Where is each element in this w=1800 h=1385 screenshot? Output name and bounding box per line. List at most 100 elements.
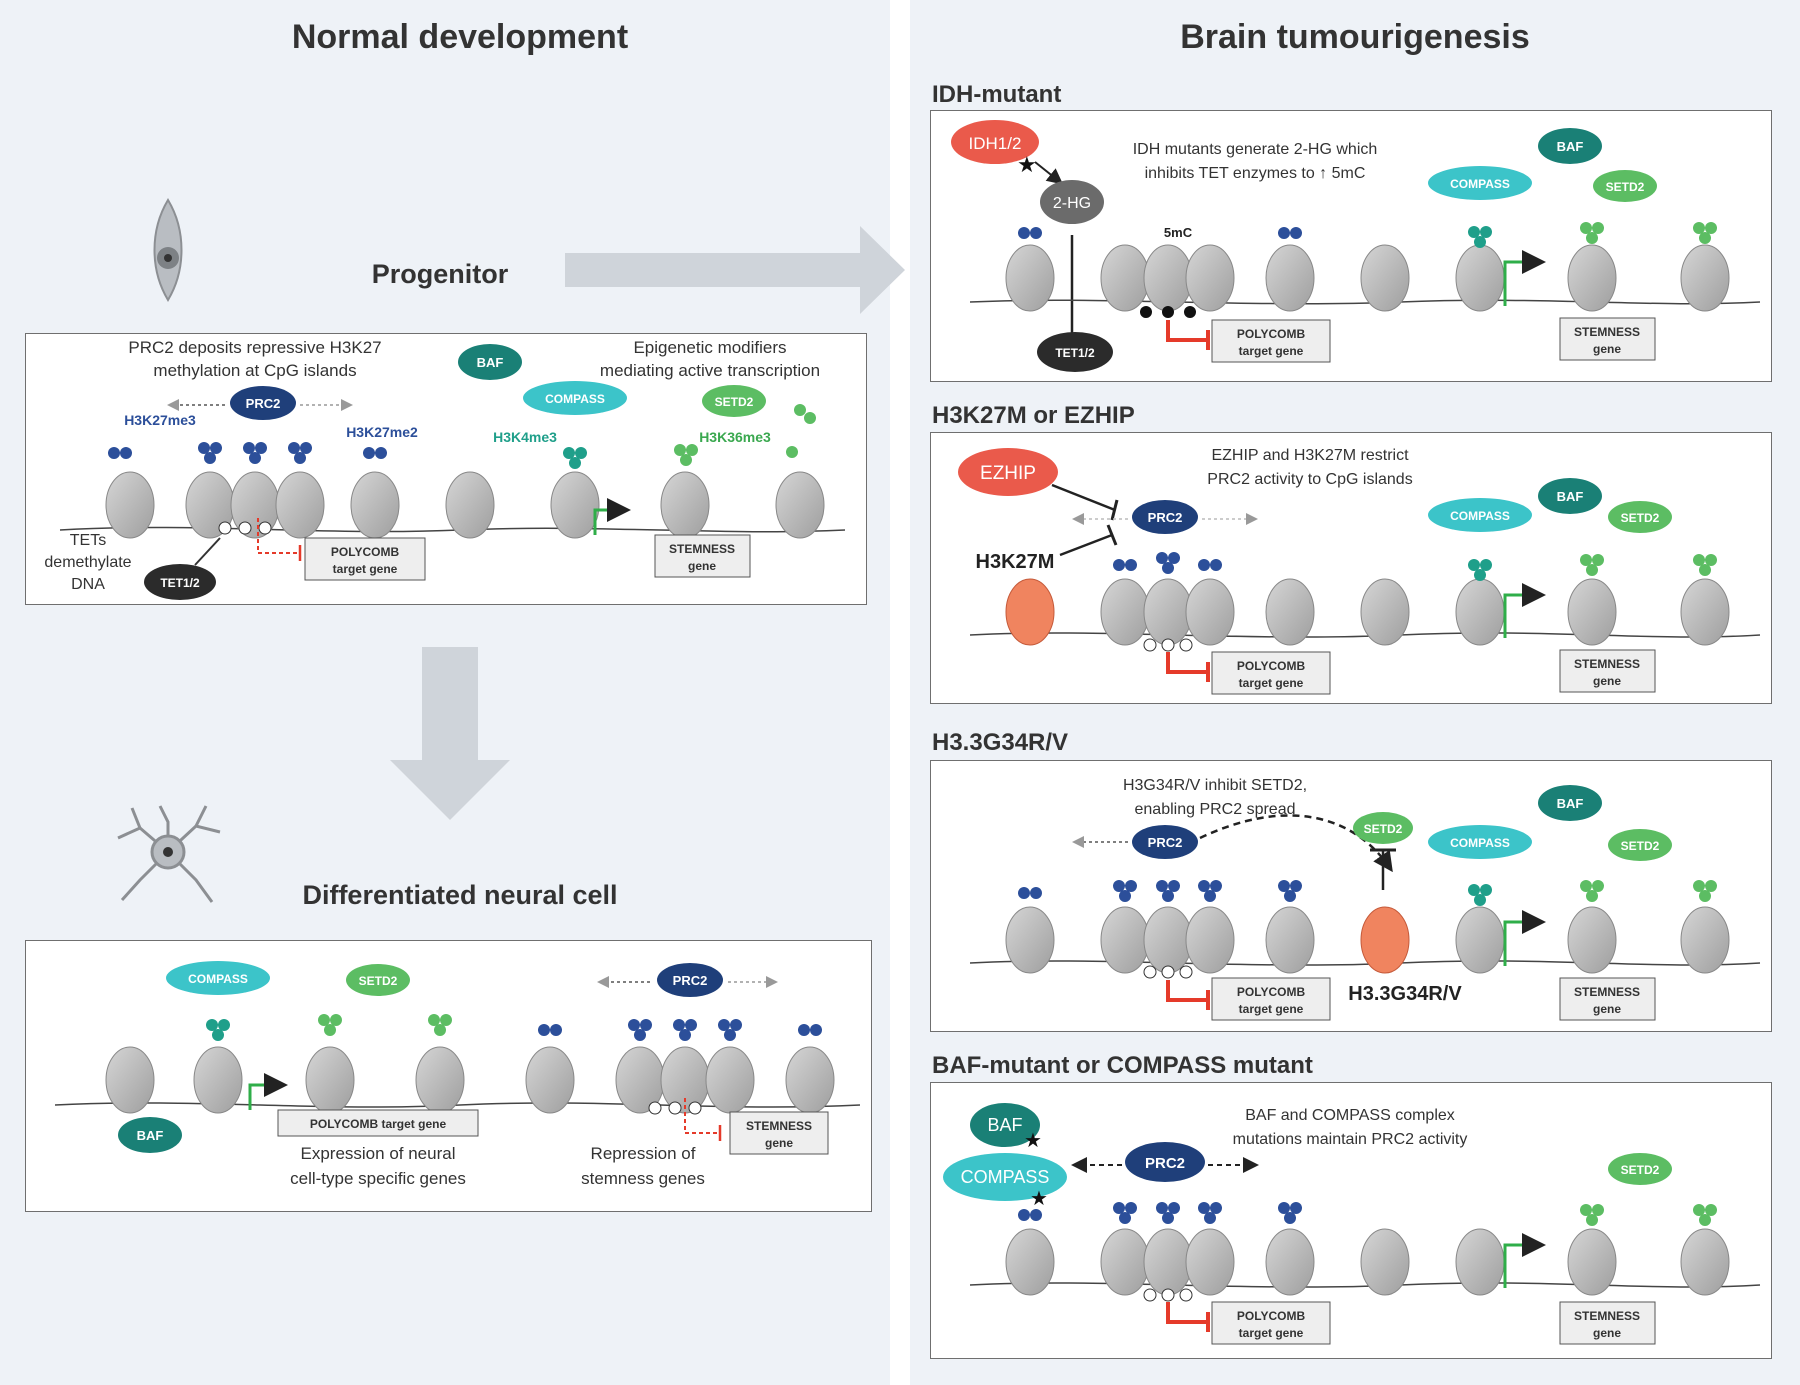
idh-content: IDH-mutant IDH mutants generate 2-HG whi… [932, 81, 1761, 372]
baf-compass-content: BAF-mutant or COMPASS mutant BAF and COM… [932, 1052, 1761, 1345]
svg-text:BAF: BAF [987, 1115, 1022, 1135]
svg-text:BAF: BAF [1557, 796, 1584, 811]
svg-text:COMPASS: COMPASS [1450, 836, 1510, 850]
polycomb-box: POLYCOMB target gene [1211, 977, 1331, 1021]
methyl-marks [1018, 222, 1717, 318]
differentiated-content: COMPASS SETD2 PRC2 [54, 961, 861, 1188]
methyl-marks [108, 404, 816, 469]
methyl-marks [206, 1014, 822, 1041]
ezhip-ellipse: EZHIP [958, 448, 1058, 496]
nucleosome-row [1005, 1228, 1730, 1296]
mutation-star-icon: ★ [1017, 152, 1037, 177]
svg-text:PRC2: PRC2 [1145, 1155, 1185, 1172]
cpg-circles [218, 521, 272, 535]
compass-ellipse: COMPASS [166, 961, 270, 995]
progression-arrow-right [565, 226, 905, 314]
g34-content: H3.3G34R/V H3G34R/V inhibit SETD2, enabl… [932, 729, 1761, 1021]
methyl-marks [1018, 880, 1717, 906]
idh-description-line1: IDH mutants generate 2-HG which [1133, 141, 1378, 158]
expression-line1: Expression of neural [301, 1144, 456, 1163]
h3k27m-description-line2: PRC2 activity to CpG islands [1207, 471, 1412, 488]
mutation-star-icon: ★ [1024, 1130, 1042, 1152]
svg-text:gene: gene [688, 559, 716, 573]
svg-text:TET1/2: TET1/2 [1055, 346, 1095, 360]
svg-text:POLYCOMB: POLYCOMB [331, 545, 400, 559]
svg-text:target gene: target gene [1239, 676, 1304, 690]
tet-ellipse: TET1/2 [144, 564, 216, 600]
svg-text:STEMNESS: STEMNESS [1574, 1309, 1640, 1323]
cpg-circles [1143, 638, 1193, 652]
baf-description-line1: BAF and COMPASS complex [1245, 1107, 1455, 1124]
baf-ellipse: BAF [458, 344, 522, 380]
svg-text:IDH1/2: IDH1/2 [969, 134, 1022, 153]
svg-text:STEMNESS: STEMNESS [1574, 657, 1640, 671]
expression-line2: cell-type specific genes [290, 1169, 466, 1188]
brain-tumourigenesis-header: Brain tumourigenesis [1180, 18, 1530, 56]
nucleosome-row [1005, 578, 1730, 646]
svg-text:target gene: target gene [1239, 1002, 1304, 1016]
methyl-marks [1113, 552, 1717, 581]
svg-text:2-HG: 2-HG [1053, 195, 1091, 212]
stemness-box: STEMNESS gene [1559, 649, 1656, 693]
svg-text:POLYCOMB: POLYCOMB [1237, 327, 1306, 341]
tets-line2: demethylate [44, 554, 131, 571]
svg-text:gene: gene [1593, 1002, 1621, 1016]
h3k27m-description-line1: EZHIP and H3K27M restrict [1211, 447, 1409, 464]
prc2-ellipse: PRC2 [1132, 825, 1198, 859]
compass-ellipse: COMPASS [1428, 166, 1532, 200]
h3k27m-content: H3K27M or EZHIP EZHIP and H3K27M restric… [932, 402, 1761, 695]
h3k27me2-label: H3K27me2 [346, 424, 418, 440]
setd2-ellipse: SETD2 [1608, 1153, 1672, 1185]
2hg-ellipse: 2-HG [1040, 180, 1104, 224]
polycomb-box: POLYCOMB target gene [304, 537, 426, 581]
compass-ellipse: COMPASS [1428, 825, 1532, 859]
svg-text:SETD2: SETD2 [1621, 1163, 1660, 1177]
prc2-ellipse: PRC2 [1125, 1142, 1205, 1182]
g34-description-line2: enabling PRC2 spread [1135, 801, 1296, 818]
svg-text:target gene: target gene [1239, 344, 1304, 358]
svg-text:POLYCOMB: POLYCOMB [1237, 659, 1306, 673]
neuron-icon [117, 805, 221, 903]
svg-text:SETD2: SETD2 [1621, 839, 1660, 853]
svg-text:SETD2: SETD2 [1364, 822, 1403, 836]
progenitor-cell-icon [153, 198, 183, 302]
svg-text:BAF: BAF [1557, 489, 1584, 504]
prc2-ellipse: PRC2 [230, 386, 296, 420]
setd2-ellipse: SETD2 [1593, 170, 1657, 202]
g34-description-line1: H3G34R/V inhibit SETD2, [1123, 777, 1307, 794]
mutation-star-icon: ★ [1030, 1188, 1048, 1210]
idh-description-line2: inhibits TET enzymes to ↑ 5mC [1145, 165, 1366, 182]
setd2-ellipse: SETD2 [1608, 829, 1672, 861]
baf-ellipse: BAF [1538, 128, 1602, 164]
cpg-circles [1143, 965, 1193, 979]
idh-title: IDH-mutant [932, 81, 1061, 108]
stemness-box: STEMNESS gene [1559, 977, 1656, 1021]
svg-text:POLYCOMB target gene: POLYCOMB target gene [310, 1117, 447, 1131]
prc2-ellipse: PRC2 [1132, 500, 1198, 534]
cpg-circles [648, 1101, 702, 1115]
baf-ellipse: BAF [1538, 478, 1602, 514]
cpg-circles [1143, 1288, 1193, 1302]
svg-text:PRC2: PRC2 [246, 396, 281, 411]
svg-text:STEMNESS: STEMNESS [1574, 325, 1640, 339]
svg-text:BAF: BAF [1557, 139, 1584, 154]
differentiated-title: Differentiated neural cell [302, 880, 617, 910]
prc2-description-line1: PRC2 deposits repressive H3K27 [128, 338, 381, 357]
polycomb-box: POLYCOMB target gene [1211, 1301, 1331, 1345]
svg-text:gene: gene [1593, 342, 1621, 356]
svg-text:COMPASS: COMPASS [188, 972, 248, 986]
svg-text:gene: gene [1593, 674, 1621, 688]
repression-line1: Repression of [591, 1144, 696, 1163]
svg-text:EZHIP: EZHIP [980, 463, 1036, 484]
svg-text:SETD2: SETD2 [1621, 511, 1660, 525]
compass-mutant-ellipse: COMPASS [943, 1153, 1067, 1201]
stemness-box: STEMNESS gene [654, 534, 751, 578]
svg-text:COMPASS: COMPASS [961, 1167, 1050, 1187]
baf-ellipse: BAF [118, 1117, 182, 1153]
svg-text:gene: gene [1593, 1326, 1621, 1340]
stemness-box: STEMNESS gene [1559, 317, 1656, 361]
prc2-description-line2: methylation at CpG islands [153, 361, 356, 380]
svg-text:target gene: target gene [1239, 1326, 1304, 1340]
svg-text:SETD2: SETD2 [715, 395, 754, 409]
